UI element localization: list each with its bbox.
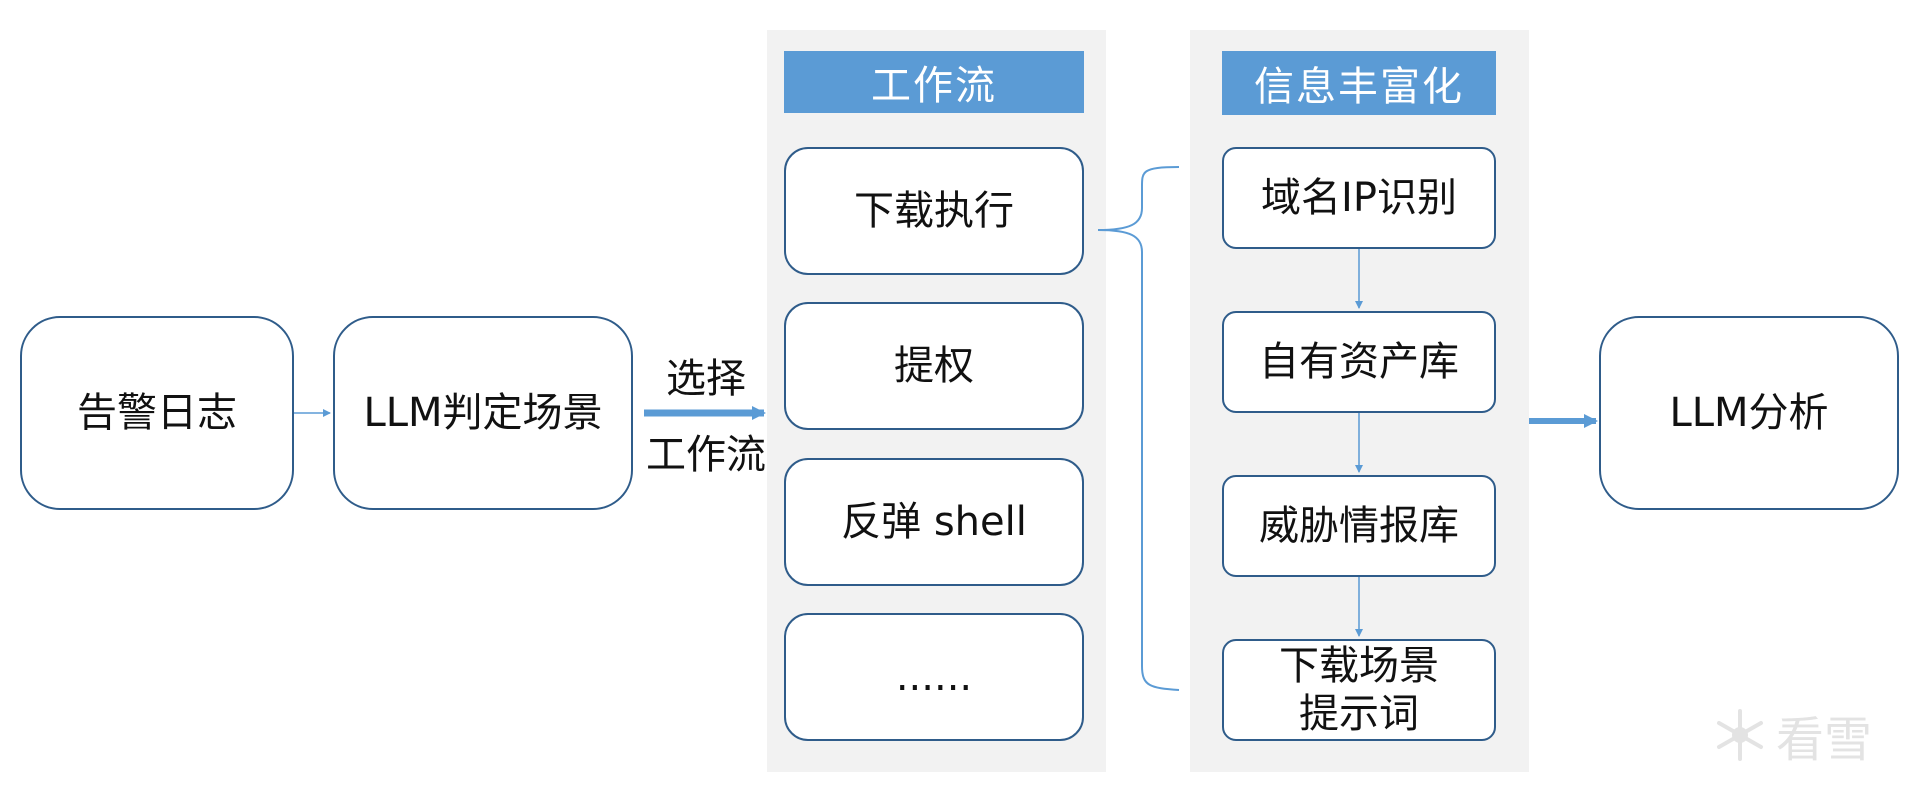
enrich-item-asset-db: 自有资产库 bbox=[1222, 311, 1496, 413]
workflow-item-privilege-escalation: 提权 bbox=[784, 302, 1084, 430]
enrich-header: 信息丰富化 bbox=[1222, 51, 1496, 115]
llm-judge-node: LLM判定场景 bbox=[333, 316, 633, 510]
llm-analysis-node: LLM分析 bbox=[1599, 316, 1899, 510]
watermark-text: 看雪 bbox=[1776, 712, 1873, 768]
workflow-header: 工作流 bbox=[784, 51, 1084, 113]
select-label: 选择 bbox=[666, 356, 746, 402]
workflow-item-download-exec: 下载执行 bbox=[784, 147, 1084, 275]
alert-log-node: 告警日志 bbox=[20, 316, 294, 510]
workflow-item-reverse-shell: 反弹 shell bbox=[784, 458, 1084, 586]
watermark: 看雪 bbox=[1712, 700, 1872, 770]
enrich-item-domain-ip: 域名IP识别 bbox=[1222, 147, 1496, 249]
enrich-item-download-prompt: 下载场景 提示词 bbox=[1222, 639, 1496, 741]
workflow-label: 工作流 bbox=[646, 432, 766, 478]
snowflake-icon bbox=[1717, 709, 1763, 761]
workflow-item-more: ...... bbox=[784, 613, 1084, 741]
enrich-item-threat-intel: 威胁情报库 bbox=[1222, 475, 1496, 577]
brace-connector bbox=[1097, 166, 1180, 691]
